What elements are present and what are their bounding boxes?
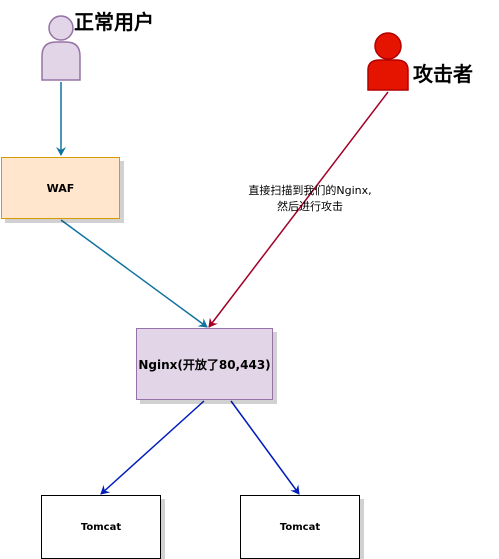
nginx-node-label: Nginx(开放了80,443) <box>138 357 271 372</box>
tomcat-node-1: Tomcat <box>41 495 161 559</box>
attacker-label: 攻击者 <box>413 62 473 86</box>
attack-edge-label-line-1: 直接扫描到我们的Nginx, <box>248 184 372 197</box>
tomcat-node-1-label: Tomcat <box>80 521 122 533</box>
edge-waf-to-nginx <box>60 219 208 328</box>
tomcat-node-2: Tomcat <box>240 495 360 559</box>
tomcat-node-2-label: Tomcat <box>279 521 321 533</box>
edge-nginx-to-tomcat-2 <box>230 400 300 495</box>
waf-node: WAF <box>1 157 120 219</box>
attacker-icon <box>367 32 409 91</box>
nginx-node: Nginx(开放了80,443) <box>136 328 273 400</box>
normal-user-icon <box>41 15 81 81</box>
waf-node-label: WAF <box>46 181 75 195</box>
edge-attacker-to-nginx <box>208 91 389 328</box>
attack-edge-label-line-2: 然后进行攻击 <box>277 200 343 213</box>
attack-edge-label: 直接扫描到我们的Nginx, 然后进行攻击 <box>210 183 410 215</box>
edge-nginx-to-tomcat-1 <box>100 400 205 495</box>
normal-user-label: 正常用户 <box>74 10 154 34</box>
